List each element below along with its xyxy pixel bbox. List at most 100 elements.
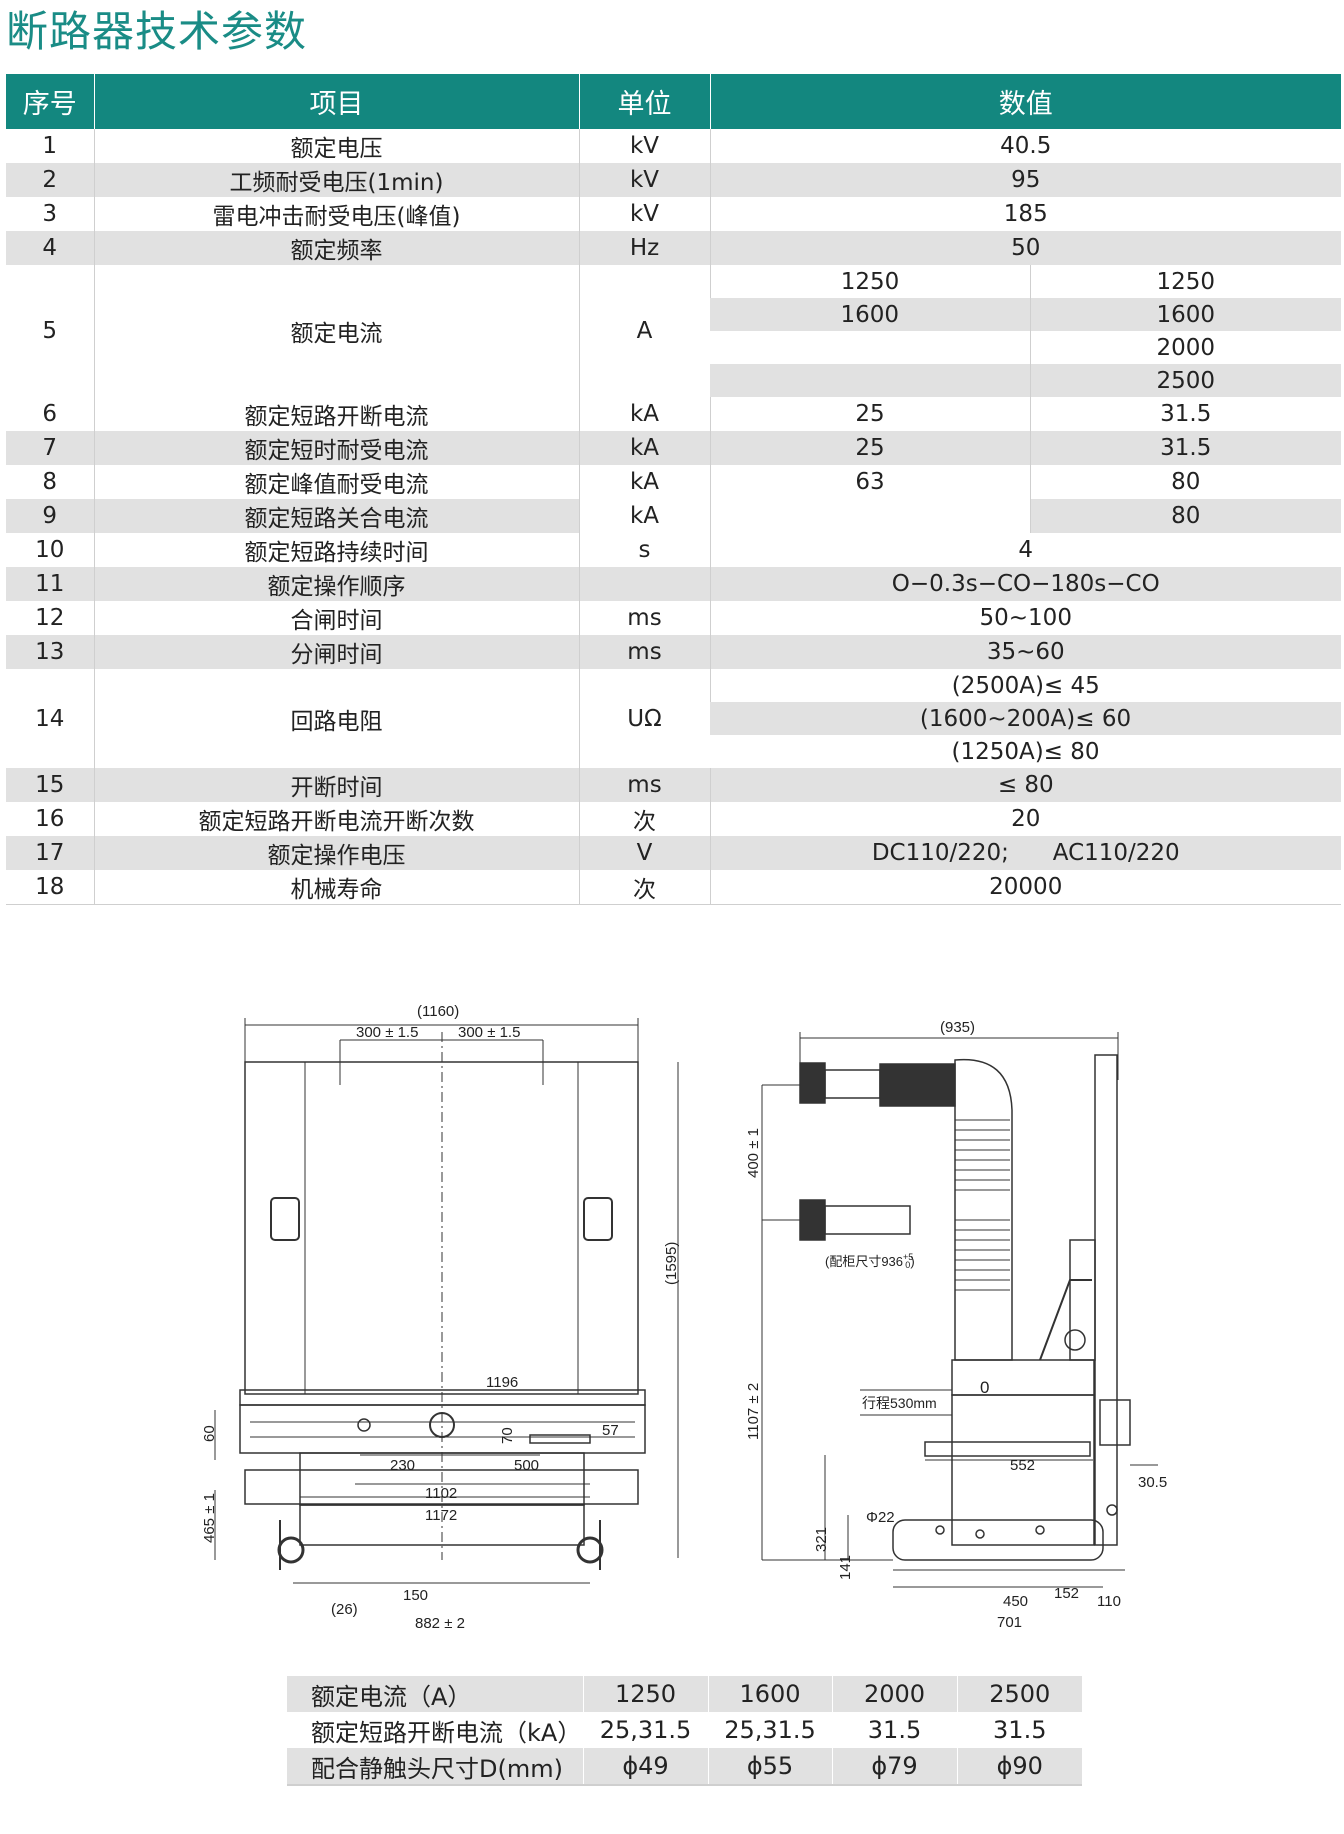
dim-front-1196: 1196 [486,1374,518,1391]
cabinet-tol-lower: 0 [905,1260,910,1270]
row-no: 6 [42,401,58,427]
table-row: (1600~200A)≤ 60 [6,702,1341,735]
row-value: 95 [709,163,1341,197]
row-value: ϕ90 [956,1748,1082,1786]
row-unit: kA [578,431,710,465]
row-no: 14 [35,705,65,732]
row-item: 合闸时间 [93,601,579,635]
row-item: 额定电压 [93,129,579,163]
row-item: 分闸时间 [93,635,579,669]
row-label: 额定电流（A） [287,1676,583,1712]
row-value-b: 80 [1029,499,1341,533]
table-row: 10 额定短路持续时间 s 4 [6,533,1341,567]
row-value-a: 1250 [709,265,1030,298]
row-value: 4 [709,533,1341,567]
row-no: 18 [6,870,94,905]
row-unit: kA [578,465,710,499]
row-unit: ms [578,635,710,669]
indicator-mark: 0 [980,1378,989,1397]
front-view [214,1018,679,1584]
row-value: 2500 [956,1676,1082,1712]
table-row: 5 额定电流 A 1250 1250 [6,265,1341,397]
table-row: 4 额定频率 Hz 50 [6,231,1341,265]
row-value: 2000 [831,1676,957,1712]
dim-side-phi22: Φ22 [866,1509,895,1526]
row-no: 15 [6,768,94,802]
row-item: 额定短路开断电流 [93,397,579,431]
row-unit: s [578,533,710,567]
table-row: 13 分闸时间 ms 35~60 [6,635,1341,669]
row-item: 额定频率 [93,231,579,265]
row-value-b: 1600 [1029,298,1341,331]
table-row: 18 机械寿命 次 20000 [6,870,1341,905]
row-item: 额定短时耐受电流 [93,431,579,465]
row-value: 31.5 [956,1712,1082,1748]
row-value-b: 1250 [1029,265,1341,298]
table-row: 2500 [6,364,1341,397]
row-no: 5 [42,318,58,344]
header-no: 序号 [6,74,94,129]
dim-front-57: 57 [602,1422,619,1439]
dim-front-882: 882 ± 2 [415,1615,465,1632]
row-item: 开断时间 [93,768,579,802]
row-value-a: 1600 [710,298,1030,331]
row-item: 额定峰值耐受电流 [93,465,579,499]
table-row: 额定电流（A） 1250 1600 2000 2500 [287,1676,1082,1712]
table-row: 7 额定短时耐受电流 kA 25 31.5 [6,431,1341,465]
row-value: (1600~200A)≤ 60 [710,702,1341,735]
row-value: 20000 [709,870,1341,905]
row-unit [578,567,710,601]
dim-front-500: 500 [514,1457,539,1474]
dim-front-26: (26) [331,1601,358,1618]
row-value: 185 [709,197,1341,231]
row-unit: ms [578,768,710,802]
side-view [761,1032,1158,1588]
row-value: ≤ 80 [709,768,1341,802]
dim-front-1102: 1102 [425,1485,457,1502]
row-label: 配合静触头尺寸D(mm) [287,1748,583,1786]
dim-front-150: 150 [403,1587,428,1604]
row-no: 17 [6,836,94,870]
row-value: (1250A)≤ 80 [951,738,1100,765]
row-value: 20 [709,802,1341,836]
dim-front-half-left: 300 ± 1.5 [356,1024,418,1041]
row-unit: kV [578,163,710,197]
page-title: 断路器技术参数 [6,7,308,56]
cabinet-tol-upper: +5 [903,1252,913,1262]
dim-front-465: 465 ± 1 [201,1493,218,1543]
header-item: 项目 [93,74,579,129]
row-unit: V [578,836,710,870]
row-item: 额定短路持续时间 [93,533,579,567]
row-value: 50 [709,231,1341,265]
row-item: 额定电流 [93,265,579,397]
cabinet-note-close: ) [910,1254,914,1269]
row-value: ϕ55 [707,1748,832,1786]
row-value-a [709,499,1030,533]
row-no: 11 [6,567,94,601]
row-no: 2 [6,163,94,197]
table-row: 16 额定短路开断电流开断次数 次 20 [6,802,1341,836]
row-value-a: 25 [709,397,1030,431]
row-value-b: 2500 [1029,364,1341,397]
row-item: 额定操作顺序 [93,567,579,601]
row-unit: kA [578,397,710,431]
row-no: 8 [42,469,58,495]
row-no: 16 [35,806,65,832]
row-no: 4 [6,231,94,265]
row-value-b: 31.5 [1029,397,1341,431]
table-row: 6 额定短路开断电流 kA 25 31.5 [6,397,1341,431]
front-view-labels: (1160) 300 ± 1.5 300 ± 1.5 1196 (1595) 6… [201,1003,680,1632]
spec-header-row: 序号 项目 单位 数值 [6,74,1341,129]
dim-front-60: 60 [201,1425,218,1442]
row-no: 1 [42,133,58,159]
contact-size-table: 额定电流（A） 1250 1600 2000 2500 额定短路开断电流（kA）… [287,1676,1082,1786]
table-row: (1250A)≤ 80 [6,735,1341,768]
row-value: ϕ49 [582,1748,708,1786]
row-unit: kA [578,499,710,533]
header-unit: 单位 [578,74,710,129]
row-value-a [710,331,1030,364]
row-value: ϕ79 [831,1748,957,1786]
row-no: 3 [42,201,58,227]
row-value: 25,31.5 [707,1712,832,1748]
